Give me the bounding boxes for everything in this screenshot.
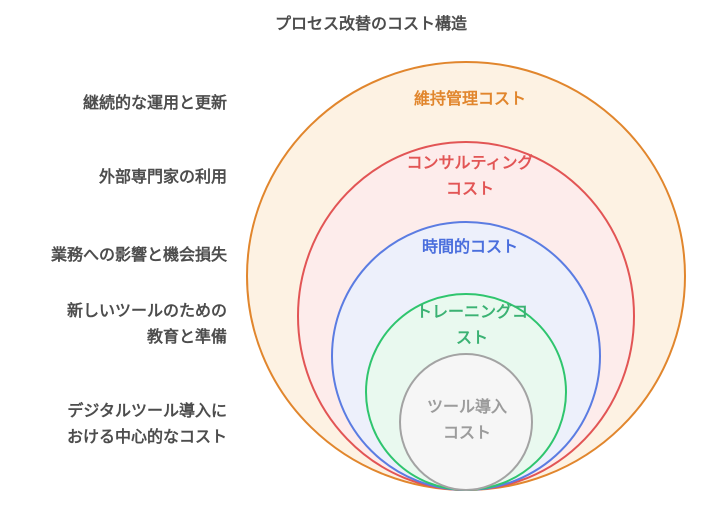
ring-label-consulting-cost: コンサルティング コスト <box>406 151 533 203</box>
ring-tool-adoption-cost <box>399 353 533 491</box>
ring-label-line: ツール導入 <box>426 399 508 416</box>
diagram-title: プロセス改替のコスト構造 <box>274 16 468 33</box>
left-label-line: デジタルツール導入に <box>67 403 227 420</box>
left-label-business-impact: 業務への影響と機会損失 <box>51 243 227 269</box>
ring-label-line: トレーニングコ <box>415 304 529 321</box>
ring-label-line: 時間的コスト <box>421 239 519 256</box>
left-label-external-experts: 外部専門家の利用 <box>99 165 227 191</box>
ring-label-tool-adoption-cost: ツール導入 コスト <box>427 395 507 447</box>
ring-label-maintenance-cost: 維持管理コスト <box>414 87 526 113</box>
left-label-line: 新しいツールのための <box>66 303 227 320</box>
left-label-line: 外部専門家の利用 <box>98 169 227 186</box>
ring-label-line: コスト <box>445 181 495 198</box>
left-label-central-cost: デジタルツール導入に おける中心的なコスト <box>67 399 227 451</box>
left-label-line: 教育と準備 <box>146 329 227 346</box>
left-label-line: おける中心的なコスト <box>66 429 227 446</box>
left-label-line: 業務への影響と機会損失 <box>50 247 227 264</box>
ring-label-line: 維持管理コスト <box>413 91 527 108</box>
left-label-training-preparation: 新しいツールのための 教育と準備 <box>67 299 227 351</box>
ring-label-line: コンサルティング <box>406 155 534 172</box>
left-label-continuous-operation: 継続的な運用と更新 <box>83 91 227 117</box>
ring-label-line: コスト <box>442 425 492 442</box>
left-label-line: 継続的な運用と更新 <box>82 95 227 112</box>
ring-label-time-cost: 時間的コスト <box>422 235 518 261</box>
ring-label-training-cost: トレーニングコ スト <box>416 300 528 352</box>
ring-label-line: スト <box>455 330 489 347</box>
